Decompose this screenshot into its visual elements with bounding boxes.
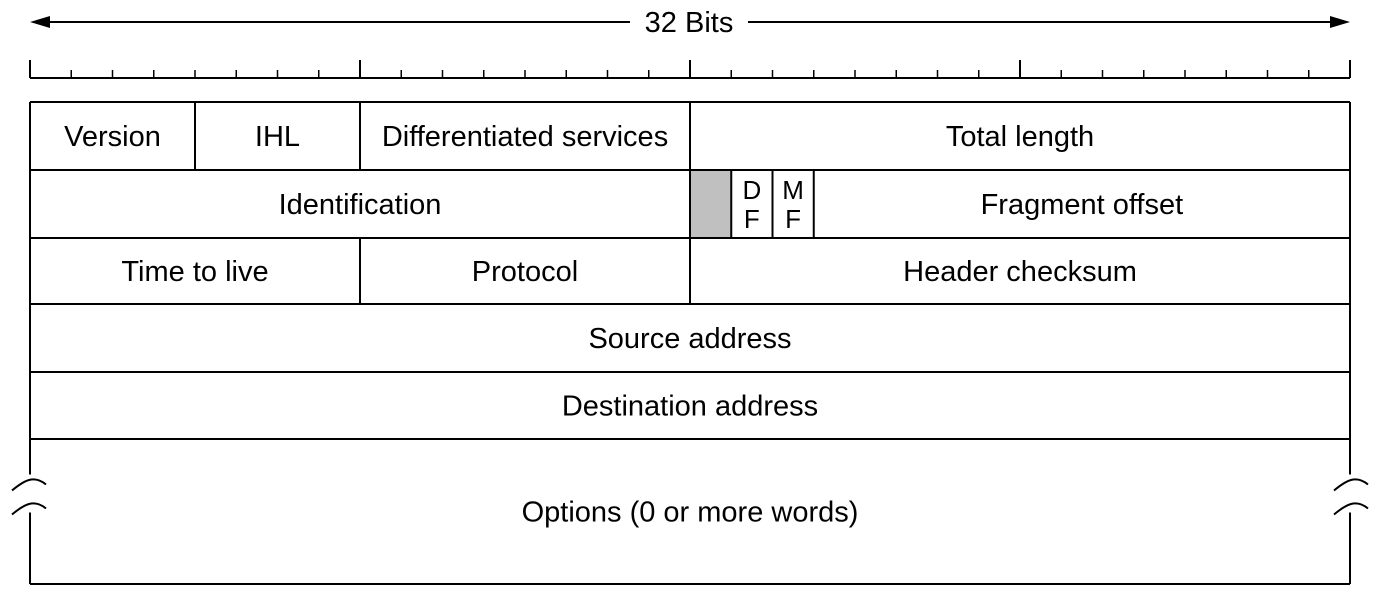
header-row: Version IHL Differentiated services Total l…: [29, 101, 1351, 170]
field-label: Fragment offset: [981, 189, 1184, 221]
field-label: Time to live: [121, 256, 268, 288]
header-row: Destination address: [29, 371, 1351, 439]
field-label: Options (0 or more words): [522, 497, 859, 529]
bit-ruler: [29, 60, 1351, 79]
header-row: Options (0 or more words): [11, 438, 1369, 585]
field-flag-letter: M: [782, 175, 804, 205]
header-row: Source address: [29, 303, 1351, 372]
width-indicator: 32 Bits: [30, 7, 1350, 39]
field-label: Version: [64, 121, 161, 153]
header-row: Time to live Protocol Header checksum: [29, 237, 1351, 304]
field-label: Total length: [946, 121, 1094, 153]
field-label: Destination address: [562, 391, 818, 423]
field-flag-letter: D: [742, 175, 761, 205]
field-label: Identification: [279, 189, 442, 221]
header-grid: Version IHL Differentiated services Total l…: [11, 101, 1369, 585]
field-label: Header checksum: [903, 256, 1137, 288]
break-mark: [1333, 478, 1369, 492]
field-label: IHL: [255, 121, 300, 153]
field-flag-letter: F: [744, 204, 760, 234]
break-mark: [1333, 502, 1369, 516]
reserved-bit-field: [690, 170, 732, 238]
field-label: Source address: [588, 323, 791, 355]
width-label: 32 Bits: [645, 7, 734, 39]
width-arrow-right-head: [1330, 16, 1350, 28]
field-flag-letter: F: [785, 204, 801, 234]
field-label: Differentiated services: [382, 121, 668, 153]
width-arrow-left-head: [30, 16, 50, 28]
field-label: Protocol: [472, 256, 578, 288]
break-mark: [11, 502, 47, 516]
break-mark: [11, 478, 47, 492]
